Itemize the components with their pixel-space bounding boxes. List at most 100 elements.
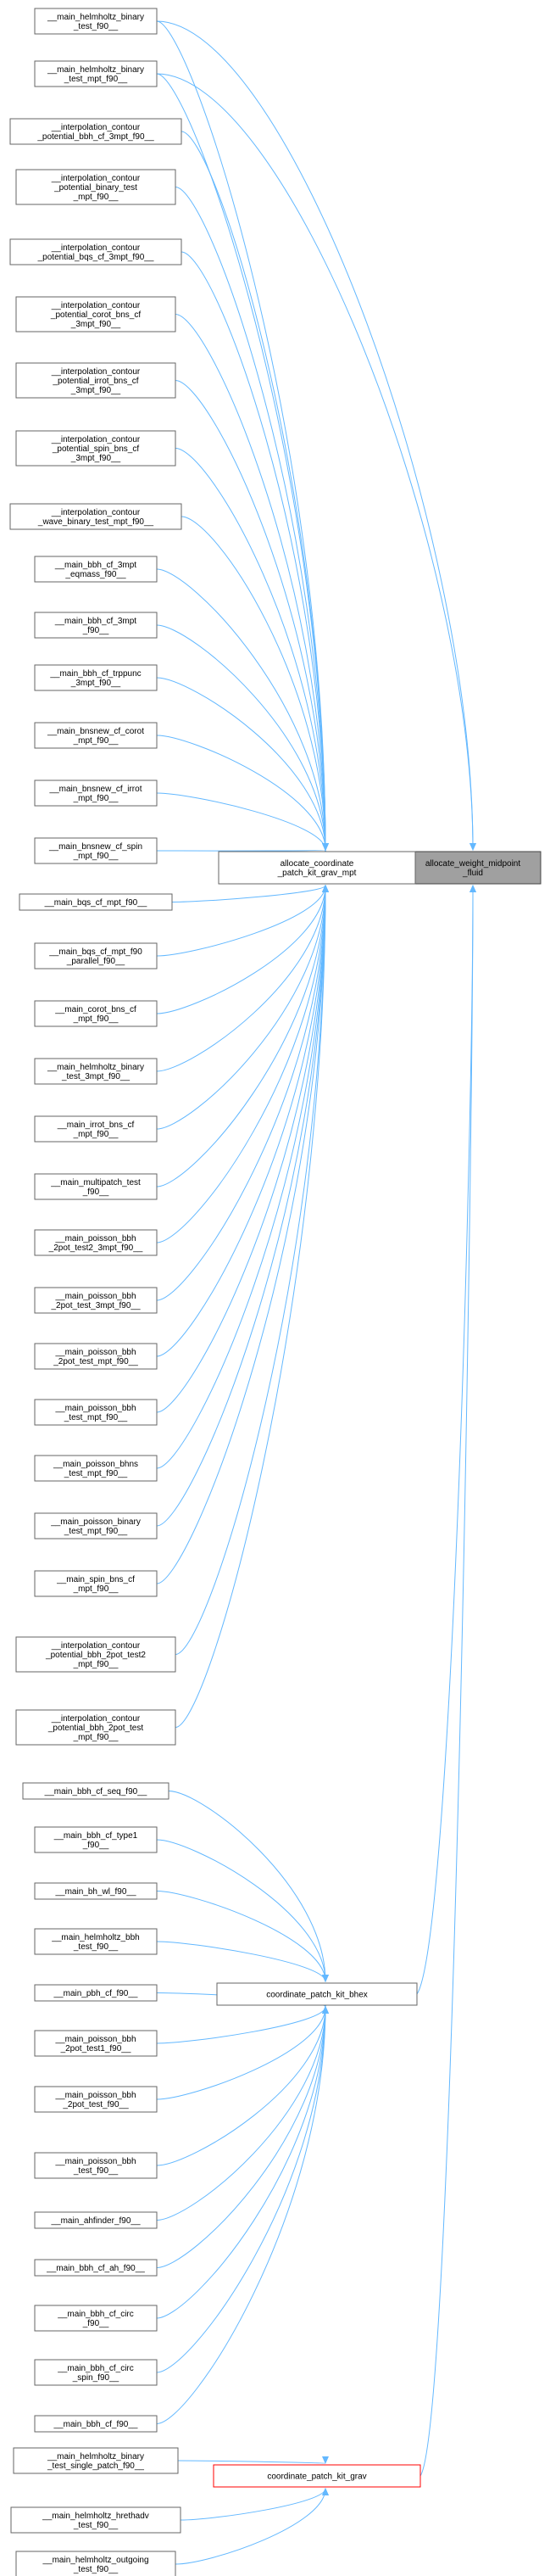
call-edge (181, 516, 329, 851)
caller-function-node[interactable]: __main_poisson_bbh_2pot_test_f90__ (34, 2086, 158, 2113)
caller-function-node[interactable]: __interpolation_contour_potential_spin_b… (15, 430, 176, 467)
caller-function-node[interactable]: __main_spin_bns_cf_mpt_f90__ (34, 1570, 158, 1597)
node-label-line: _mpt_f90__ (73, 736, 119, 746)
caller-function-node[interactable]: __interpolation_contour_potential_bbh_2p… (15, 1636, 176, 1673)
call-edge (180, 2488, 329, 2521)
node-box (34, 1115, 158, 1143)
call-edge (156, 885, 329, 1187)
node-label-line: _test_mpt_f90__ (64, 1527, 128, 1536)
call-edge (156, 885, 329, 1527)
caller-function-node[interactable]: __interpolation_contour_potential_bbh_2p… (15, 1709, 176, 1746)
call-edge (175, 885, 329, 1655)
node-box (34, 2415, 158, 2433)
node-label-line: __main_poisson_bbh (54, 1292, 136, 1301)
caller-function-node[interactable]: __main_bbh_cf_seq_f90__ (22, 1782, 169, 1800)
node-label-line: __main_bqs_cf_mpt_f90 (48, 947, 142, 957)
hub-function-node[interactable]: coordinate_patch_kit_grav (213, 2464, 421, 2488)
caller-function-node[interactable]: __main_helmholtz_bbh_test_f90__ (34, 1928, 158, 1955)
node-box (34, 60, 158, 87)
caller-function-node[interactable]: __interpolation_contour_potential_bqs_cf… (9, 238, 182, 265)
node-label-line: _potential_corot_bns_cf (50, 310, 141, 320)
caller-function-node[interactable]: __main_poisson_bbh_2pot_test1_f90__ (34, 2030, 158, 2057)
caller-function-node[interactable]: __main_bbh_cf_3mpt_f90__ (34, 612, 158, 639)
caller-function-node[interactable]: __main_helmholtz_outgoing_test_f90__ (15, 2551, 176, 2576)
call-edge (156, 1891, 329, 1982)
caller-function-node[interactable]: __main_irrot_bns_cf_mpt_f90__ (34, 1115, 158, 1143)
caller-function-node[interactable]: __interpolation_contour_potential_corot_… (15, 296, 176, 332)
caller-function-node[interactable]: __main_bnsnew_cf_corot_mpt_f90__ (34, 722, 158, 749)
node-label-line: __main_helmholtz_binary (47, 1063, 144, 1072)
node-box (34, 1882, 158, 1900)
caller-function-node[interactable]: __interpolation_contour_potential_bbh_cf… (9, 118, 182, 145)
caller-function-node[interactable]: __main_helmholtz_binary_test_single_patc… (13, 2447, 179, 2474)
caller-function-node[interactable]: __main_helmholtz_binary_test_mpt_f90__ (34, 60, 158, 87)
node-label-line: __main_bbh_cf_3mpt (54, 561, 136, 570)
node-label-line: coordinate_patch_kit_grav (267, 2473, 366, 2482)
caller-function-node[interactable]: __main_bqs_cf_mpt_f90_parallel_f90__ (34, 942, 158, 969)
node-box (34, 2086, 158, 2113)
node-box (404, 851, 542, 885)
caller-function-node[interactable]: __main_helmholtz_hrethadv_test_f90__ (10, 2506, 181, 2534)
caller-function-node[interactable]: __main_bbh_cf_ah_f90__ (34, 2259, 158, 2277)
node-label-line: _potential_bbh_cf_3mpt_f90__ (36, 132, 154, 142)
call-edge (156, 885, 329, 1413)
caller-function-node[interactable]: __main_multipatch_test_f90__ (34, 1173, 158, 1200)
caller-function-node[interactable]: __main_poisson_bhns_test_mpt_f90__ (34, 1455, 158, 1482)
node-label-line: _mpt_f90__ (73, 1584, 119, 1594)
caller-function-node[interactable]: __main_bnsnew_cf_spin_mpt_f90__ (34, 837, 158, 864)
node-label-line: __main_bbh_cf_ah_f90__ (46, 2264, 145, 2273)
node-label-line: __main_bbh_cf_trppunc (49, 669, 141, 679)
node-label-line: __interpolation_contour (51, 123, 141, 132)
call-edge (156, 885, 329, 957)
node-label-line: __interpolation_contour (51, 301, 141, 310)
caller-function-node[interactable]: __main_poisson_bbh_2pot_test_mpt_f90__ (34, 1343, 158, 1370)
caller-function-node[interactable]: __main_bnsnew_cf_irrot_mpt_f90__ (34, 780, 158, 807)
node-label-line: _3mpt_f90__ (70, 386, 121, 395)
hub-function-node[interactable]: coordinate_patch_kit_bhex (216, 1982, 418, 2006)
caller-function-node[interactable]: __main_bbh_cf_circ_f90__ (34, 2305, 158, 2332)
hub-function-node[interactable]: allocate_coordinate_patch_kit_grav_mpt (218, 851, 416, 885)
caller-function-node[interactable]: __main_bh_wl_f90__ (34, 1882, 158, 1900)
caller-function-node[interactable]: __interpolation_contour_potential_binary… (15, 169, 176, 205)
caller-function-node[interactable]: __main_bbh_cf_3mpt_eqmass_f90__ (34, 556, 158, 583)
caller-function-node[interactable]: __main_bbh_cf_trppunc_3mpt_f90__ (34, 664, 158, 691)
target-function-node[interactable]: allocate_weight_midpoint_fluid (404, 851, 542, 885)
node-label-line: __main_helmholtz_hrethadv (42, 2512, 149, 2521)
node-label-line: __main_bnsnew_cf_irrot (49, 785, 142, 794)
node-box (213, 2464, 421, 2488)
node-box (22, 1782, 169, 1800)
caller-function-node[interactable]: __interpolation_contour_potential_irrot_… (15, 362, 176, 399)
caller-function-node[interactable]: __main_poisson_bbh_2pot_test2_3mpt_f90__ (34, 1229, 158, 1256)
node-label-line: __main_helmholtz_binary (47, 2452, 144, 2461)
caller-function-node[interactable]: __main_bbh_cf_circ_spin_f90__ (34, 2359, 158, 2386)
node-label-line: _mpt_f90__ (73, 1733, 119, 1742)
caller-function-node[interactable]: __interpolation_contour_wave_binary_test… (9, 503, 182, 530)
node-label-line: __main_poisson_bhns (53, 1460, 138, 1469)
call-edge (156, 885, 329, 1130)
caller-function-node[interactable]: __main_bqs_cf_mpt_f90__ (19, 893, 173, 911)
node-label-line: __main_poisson_bbh (54, 2035, 136, 2044)
node-box (9, 503, 182, 530)
call-edge (181, 251, 329, 851)
node-label-line: __interpolation_contour (51, 243, 141, 253)
node-label-line: _3mpt_f90__ (70, 320, 121, 329)
caller-function-node[interactable]: __main_helmholtz_binary_test_f90__ (34, 8, 158, 35)
node-label-line: __main_bqs_cf_mpt_f90__ (44, 898, 147, 908)
node-box (15, 169, 176, 205)
node-box (15, 362, 176, 399)
node-box (34, 1343, 158, 1370)
node-label-line: _mpt_f90__ (73, 852, 119, 861)
caller-function-node[interactable]: __main_helmholtz_binary_test_3mpt_f90__ (34, 1058, 158, 1085)
node-label-line: _test_f90__ (73, 22, 119, 31)
caller-function-node[interactable]: __main_corot_bns_cf_mpt_f90__ (34, 1000, 158, 1027)
node-label-line: __main_poisson_binary (50, 1517, 141, 1527)
caller-function-node[interactable]: __main_poisson_bbh_2pot_test_3mpt_f90__ (34, 1287, 158, 1314)
caller-function-node[interactable]: __main_pbh_cf_f90__ (34, 1984, 158, 2002)
caller-function-node[interactable]: __main_poisson_binary_test_mpt_f90__ (34, 1512, 158, 1539)
caller-function-node[interactable]: __main_bbh_cf_f90__ (34, 2415, 158, 2433)
caller-function-node[interactable]: __main_poisson_bbh_test_f90__ (34, 2152, 158, 2179)
caller-function-node[interactable]: __main_bbh_cf_type1_f90__ (34, 1826, 158, 1853)
node-label-line: __main_multipatch_test (50, 1178, 141, 1187)
caller-function-node[interactable]: __main_ahfinder_f90__ (34, 2211, 158, 2229)
caller-function-node[interactable]: __main_poisson_bbh_test_mpt_f90__ (34, 1399, 158, 1426)
